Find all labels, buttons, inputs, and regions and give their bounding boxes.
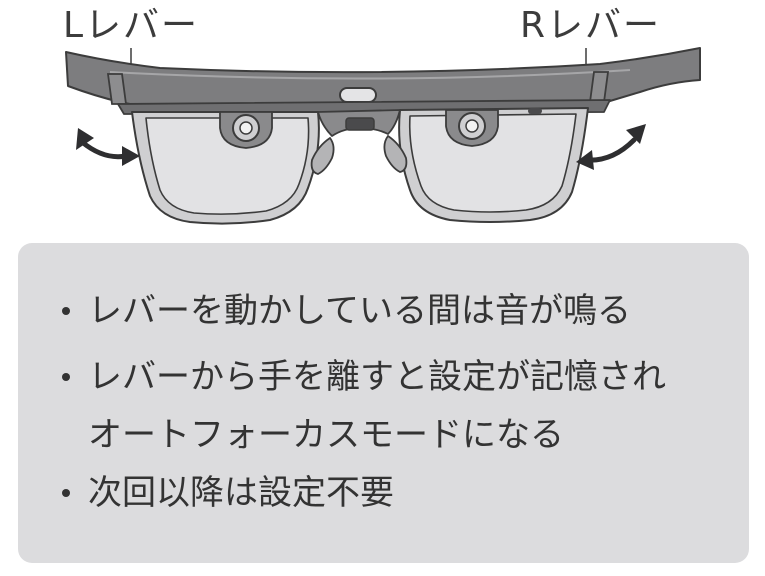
bullet-dot-1 (62, 307, 70, 315)
center-sensor (339, 87, 377, 103)
instruction-bullet-2-line-2: オートフォーカスモードになる (88, 415, 564, 455)
left-lever-label: Lレバー (63, 5, 200, 46)
nose-bridge-window (345, 117, 375, 131)
instruction-bullet-3: 次回以降は設定不要 (88, 473, 394, 513)
glasses-diagram (65, 47, 701, 225)
frame-top-highlight (109, 69, 631, 80)
instruction-bullet-1: レバーを動かしている間は音が鳴る (88, 291, 631, 331)
left-lens-glass (145, 117, 310, 215)
right-nose-pad (383, 134, 408, 173)
bullet-dot-2 (62, 373, 70, 381)
left-nose-pad (310, 136, 335, 175)
left-hinge (106, 73, 128, 105)
right-hinge (588, 71, 610, 103)
instructions-box: レバーを動かしている間は音が鳴る レバーから手を離すと設定が記憶され オートフォ… (18, 243, 749, 563)
right-lever-arrow-icon (583, 137, 637, 163)
right-lens-sensor (445, 109, 499, 147)
left-lens-sensor (219, 111, 273, 149)
side-indicator (528, 108, 542, 114)
right-lever-label: Rレバー (520, 5, 662, 46)
left-lever-arrow-icon (79, 139, 129, 160)
instruction-bullet-2-line-1: レバーから手を離すと設定が記憶され (88, 357, 666, 397)
bullet-dot-3 (62, 489, 70, 497)
